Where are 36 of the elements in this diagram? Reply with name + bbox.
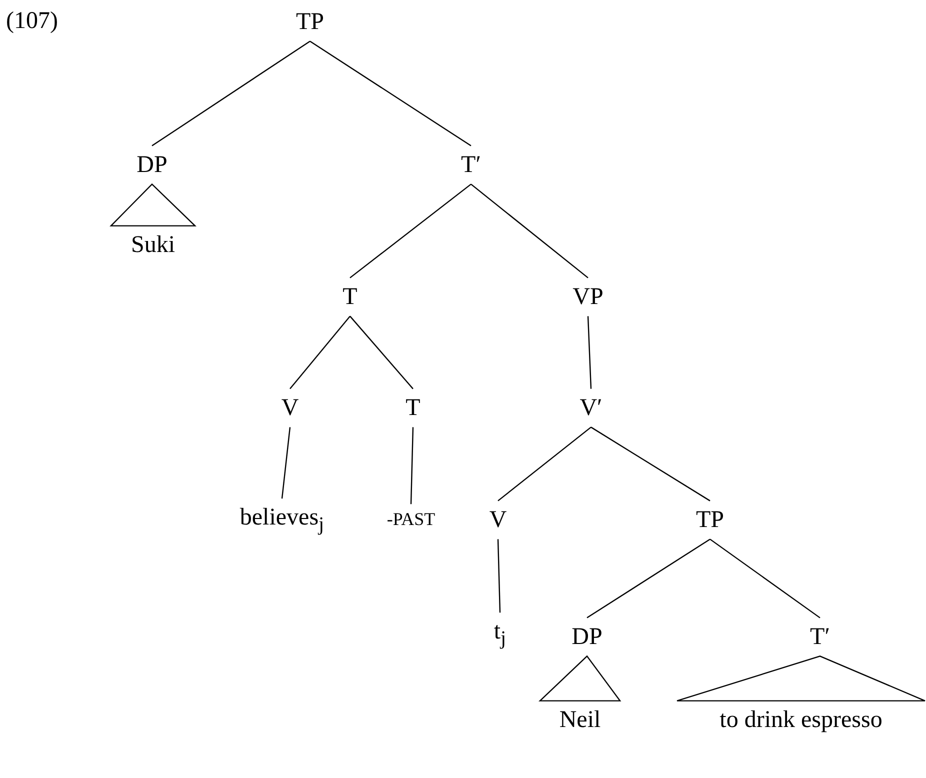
tree-node-label: -PAST <box>386 510 436 530</box>
branch-line <box>281 427 291 499</box>
tree-node-label: T <box>342 284 358 310</box>
branch-line <box>152 40 310 146</box>
tree-node-label: V <box>281 394 299 422</box>
branch-line <box>470 184 588 278</box>
branch-line <box>290 316 350 390</box>
branch-line <box>710 538 820 618</box>
branch-line <box>310 40 472 146</box>
constituent-triangle <box>676 656 926 702</box>
tree-node-label: DP <box>136 152 168 178</box>
tree-node-label: T <box>406 394 420 422</box>
branch-line <box>410 427 414 504</box>
tree-node-label: VP <box>572 284 604 310</box>
tree-node-label: T′ <box>461 152 481 178</box>
branch-line <box>350 184 472 278</box>
tree-node-label: TP <box>696 506 724 534</box>
branch-line <box>590 426 710 502</box>
branch-line <box>498 426 592 502</box>
tree-node-label: Neil <box>559 706 601 734</box>
tree-node-label: T′ <box>810 624 830 650</box>
branch-line <box>587 316 592 389</box>
tree-node-label: t$_{j}$ <box>494 618 506 650</box>
tree-node-label: V′ <box>580 394 602 422</box>
constituent-triangle <box>538 655 622 702</box>
tree-node-label: Suki <box>131 232 175 258</box>
example-number: (107) <box>6 8 58 35</box>
tree-node-label: believes$_{j}$ <box>240 504 324 536</box>
tree-node-label: to drink espresso <box>720 706 882 734</box>
tree-node-label: V <box>489 506 507 534</box>
tree-node-label: TP <box>296 8 324 36</box>
constituent-triangle <box>110 183 196 226</box>
branch-line <box>586 538 710 618</box>
tree-node-label: DP <box>572 624 602 650</box>
branch-line <box>350 316 414 390</box>
branch-line <box>497 539 501 613</box>
